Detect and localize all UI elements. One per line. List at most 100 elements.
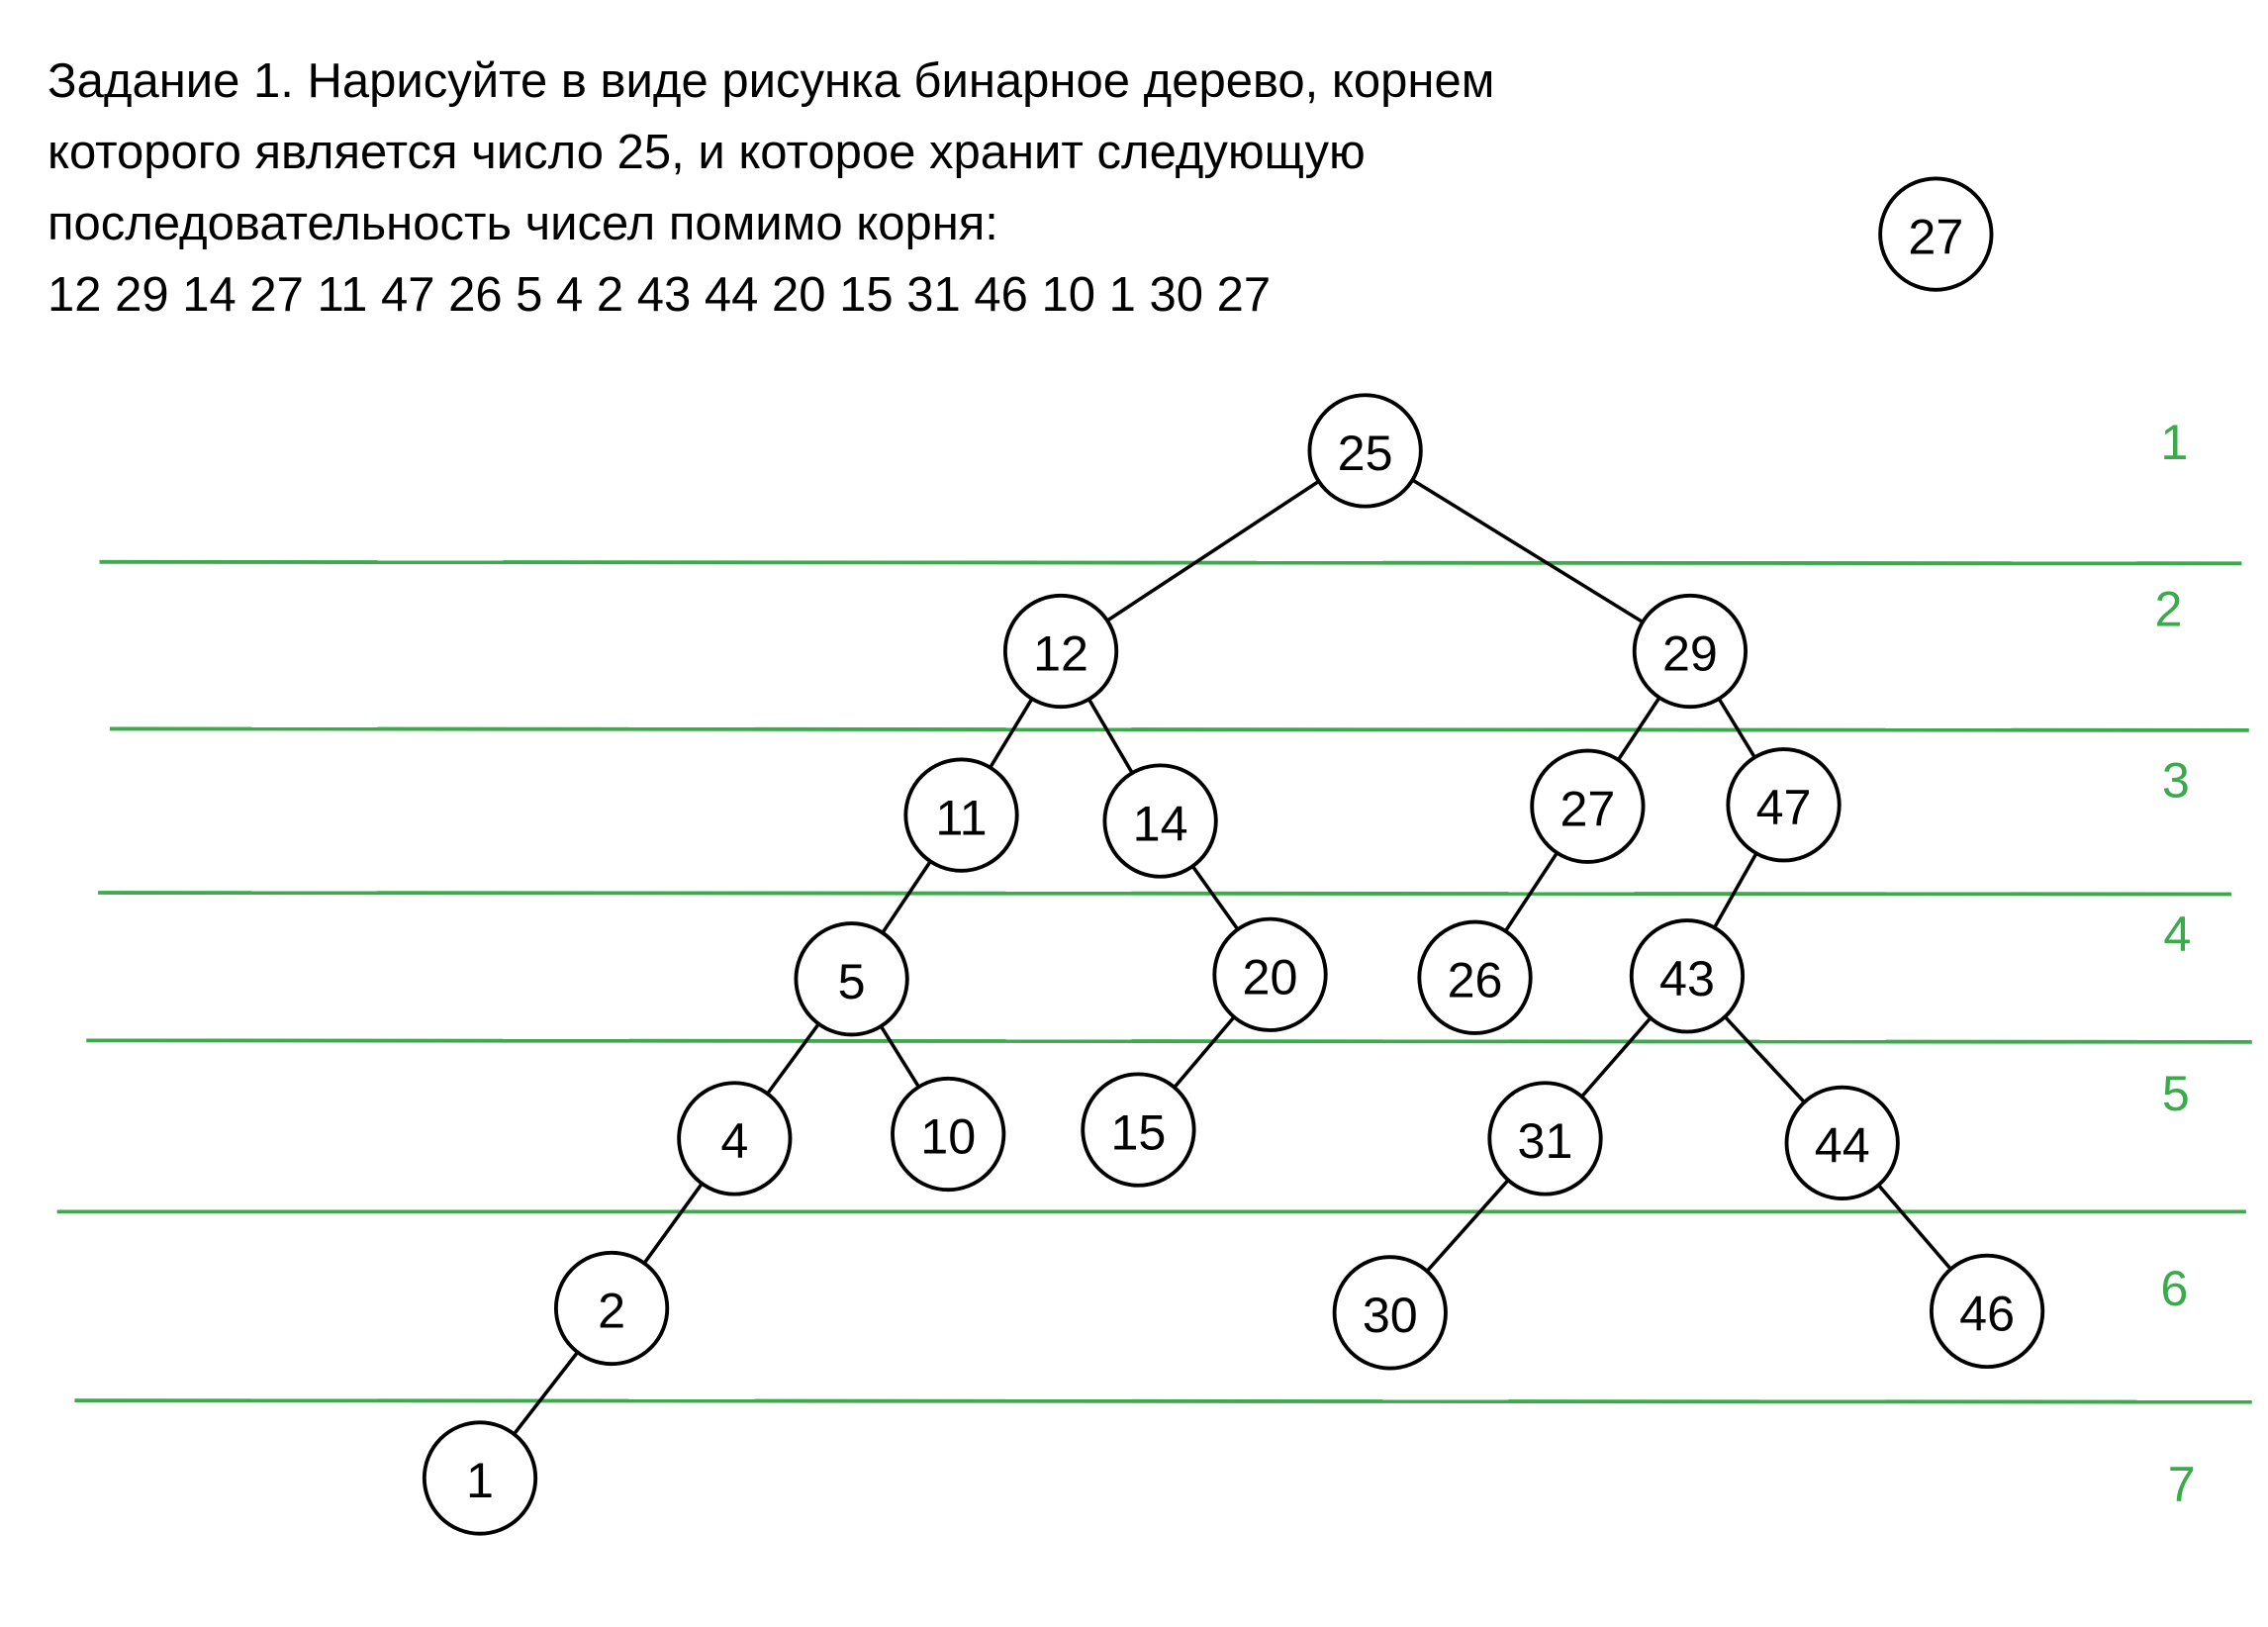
edge-25-29: [1410, 478, 1645, 624]
edge-25-12: [1105, 479, 1321, 622]
tree-node-20: 20: [1212, 916, 1328, 1032]
level-label-5: 5: [2162, 1065, 2190, 1121]
level-separator-line-6: [74, 1398, 2252, 1404]
edge-5-10: [879, 1024, 921, 1090]
edge-5-4: [765, 1021, 821, 1096]
extra-node-group: 27: [1878, 176, 1994, 292]
tree-node-43-circle: [1629, 918, 1746, 1034]
edge-44-46: [1876, 1183, 1953, 1272]
tree-node-4: 4: [677, 1081, 793, 1196]
tree-node-14: 14: [1102, 763, 1218, 879]
tree-node-5-circle: [794, 921, 909, 1037]
task-line-2: которого является число 25, и которое хр…: [47, 126, 1366, 179]
edge-12-14: [1087, 697, 1134, 775]
tree-node-15-circle: [1081, 1072, 1196, 1188]
level-separator-line-2: [109, 726, 2249, 732]
task-sequence: 12 29 14 27 11 47 26 5 4 2 43 44 20 15 3…: [47, 268, 1272, 322]
tree-node-15-label: 15: [1110, 1103, 1166, 1160]
level-separator-line-3: [98, 891, 2232, 897]
extra-node: 27: [1878, 176, 1994, 292]
level-label-7: 7: [2168, 1456, 2196, 1512]
tree-node-14-circle: [1102, 763, 1218, 879]
edge-47-43: [1712, 851, 1758, 930]
tree-node-27: 27: [1530, 748, 1646, 864]
tree-node-44-circle: [1784, 1085, 1900, 1200]
tree-node-27-circle: [1530, 748, 1646, 864]
tree-node-2: 2: [553, 1250, 670, 1367]
tree-node-25-circle: [1307, 393, 1423, 509]
tree-node-29-circle: [1632, 593, 1748, 710]
edge-27-26: [1503, 850, 1559, 933]
tree-node-4-circle: [677, 1081, 793, 1196]
task-line-3: последовательность чисел помимо корня:: [47, 197, 998, 250]
tree-node-11-circle: [903, 757, 1019, 873]
tree-node-1: 1: [422, 1420, 538, 1536]
tree-node-46: 46: [1929, 1253, 2045, 1370]
tree-node-26: 26: [1417, 919, 1533, 1035]
tree-node-1-circle: [422, 1420, 538, 1536]
tree-node-47-label: 47: [1756, 779, 1812, 835]
tree-node-20-circle: [1212, 916, 1328, 1032]
tree-node-11: 11: [903, 757, 1019, 873]
level-label-4: 4: [2163, 906, 2191, 962]
tree-node-10-label: 10: [920, 1108, 976, 1165]
tree-node-26-circle: [1417, 919, 1533, 1035]
tree-node-25: 25: [1307, 393, 1423, 509]
edge-43-44: [1723, 1014, 1807, 1104]
tree-node-27-label: 27: [1559, 780, 1615, 836]
level-label-6: 6: [2160, 1260, 2188, 1316]
edge-31-30: [1425, 1178, 1510, 1274]
tree-node-46-label: 46: [1959, 1286, 2015, 1342]
tree-node-43: 43: [1629, 918, 1746, 1034]
tree-node-46-circle: [1929, 1253, 2045, 1370]
tree-node-44: 44: [1784, 1085, 1900, 1200]
tree-node-5-label: 5: [838, 953, 866, 1009]
task-line-1: Задание 1. Нарисуйте в виде рисунка бина…: [47, 54, 1495, 108]
tree-node-31-label: 31: [1518, 1112, 1573, 1169]
extra-node-label: 27: [1908, 208, 1963, 264]
tree-node-10: 10: [891, 1076, 1006, 1193]
tree-node-43-label: 43: [1659, 950, 1715, 1006]
tree-node-10-circle: [891, 1076, 1006, 1193]
edge-12-11: [988, 697, 1034, 770]
tree-node-30: 30: [1332, 1255, 1448, 1371]
level-separator-line-1: [99, 559, 2242, 566]
edge-29-27: [1616, 696, 1661, 762]
tree-node-47-circle: [1726, 747, 1842, 863]
tree-node-5: 5: [794, 921, 909, 1037]
tree-nodes: 25 12 29 11 14 27 47 5 20 26 43 4 10 15 31 44 2 30 46 1: [422, 393, 2045, 1536]
tree-node-4-label: 4: [720, 1112, 748, 1169]
edge-2-1: [512, 1350, 580, 1436]
tree-node-47: 47: [1726, 747, 1842, 863]
tree-edges: [512, 478, 1953, 1436]
tree-node-30-label: 30: [1363, 1287, 1418, 1343]
tree-node-31-circle: [1487, 1081, 1603, 1196]
tree-node-15: 15: [1081, 1072, 1196, 1188]
extra-node-circle: [1878, 176, 1994, 292]
tree-node-2-label: 2: [598, 1283, 625, 1339]
edge-11-5: [881, 859, 933, 935]
edge-4-2: [642, 1182, 705, 1266]
tree-node-44-label: 44: [1815, 1117, 1870, 1174]
tree-node-29: 29: [1632, 593, 1748, 710]
tree-node-25-label: 25: [1338, 425, 1393, 481]
level-label-2: 2: [2154, 581, 2182, 637]
tree-node-12-circle: [1002, 593, 1119, 710]
level-separator-line-4: [86, 1038, 2252, 1044]
tree-node-12: 12: [1002, 593, 1119, 710]
tree-node-14-label: 14: [1133, 795, 1188, 851]
level-separator-lines: [56, 559, 2252, 1404]
tree-node-29-label: 29: [1662, 625, 1718, 682]
level-label-3: 3: [2162, 752, 2190, 809]
edge-20-15: [1173, 1014, 1236, 1090]
tree-node-20-label: 20: [1243, 949, 1298, 1005]
tree-node-1-label: 1: [466, 1452, 494, 1508]
tree-node-2-circle: [553, 1250, 670, 1367]
tree-node-30-circle: [1332, 1255, 1448, 1371]
task-statement: Задание 1. Нарисуйте в виде рисунка бина…: [47, 46, 1928, 331]
edge-14-20: [1190, 864, 1240, 931]
tree-node-26-label: 26: [1448, 951, 1503, 1007]
tree-node-11-label: 11: [935, 789, 987, 845]
